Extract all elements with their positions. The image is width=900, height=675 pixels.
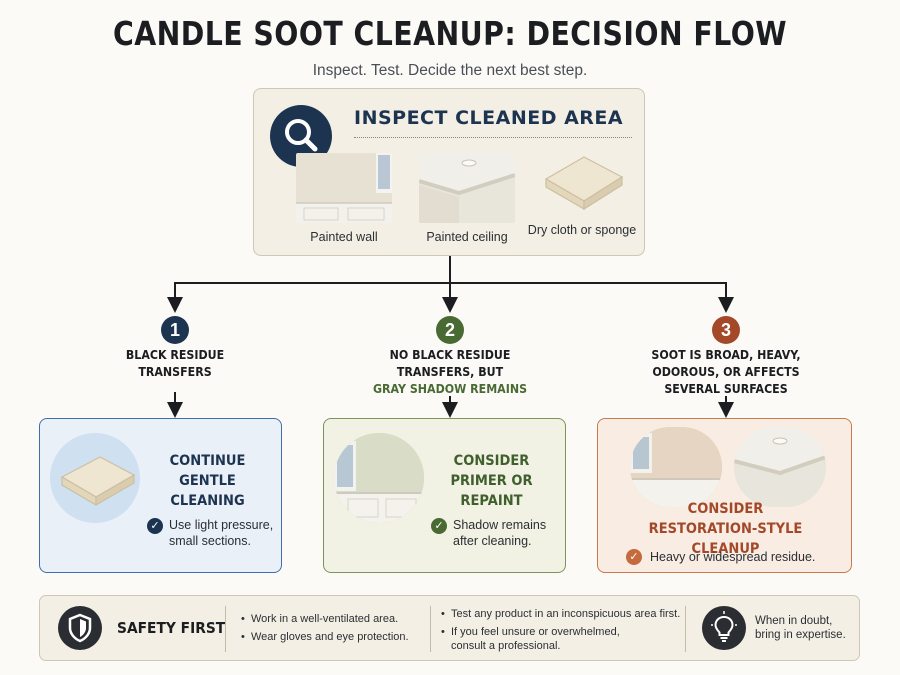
shield-icon — [58, 606, 102, 650]
safety-bullet: Wear gloves and eye protection. — [241, 630, 409, 644]
divider — [685, 606, 686, 652]
card-1-title: CONTINUE GENTLE CLEANING — [169, 453, 246, 509]
step-1-badge: 1 — [161, 316, 189, 344]
condition-2: NO BLACK RESIDUE TRANSFERS, BUT GRAY SHA… — [372, 348, 528, 396]
divider — [225, 606, 226, 652]
card-3-title: CONSIDER RESTORATION-STYLE CLEANUP — [648, 501, 803, 557]
card-3-note: Heavy or widespread residue. — [650, 550, 816, 564]
painted-wall-image — [296, 153, 392, 223]
safety-bullet: Test any product in an inconspicuous are… — [441, 607, 691, 621]
page-title: CANDLE SOOT CLEANUP: DECISION FLOW — [112, 14, 788, 53]
page-subtitle: Inspect. Test. Decide the next best step… — [312, 62, 588, 79]
painted-wall-label: Painted wall — [310, 230, 378, 244]
check-icon: ✓ — [626, 549, 642, 565]
cloth-icon — [50, 433, 140, 523]
check-icon: ✓ — [431, 518, 447, 534]
divider — [430, 606, 431, 652]
card-continue-cleaning: CONTINUE GENTLE CLEANING ✓ Use light pre… — [39, 418, 282, 573]
step-2-badge: 2 — [436, 316, 464, 344]
painted-ceiling-label: Painted ceiling — [426, 230, 508, 244]
safety-title: SAFETY FIRST — [117, 619, 226, 637]
painted-wall-image — [334, 433, 424, 523]
condition-1: BLACK RESIDUE TRANSFERS — [125, 348, 225, 379]
painted-wall-image — [630, 427, 722, 507]
lightbulb-icon — [702, 606, 746, 650]
inspect-panel: INSPECT CLEANED AREA Painted wall Painte… — [253, 88, 645, 256]
step-3-badge: 3 — [712, 316, 740, 344]
card-2-note: Shadow remains after cleaning. — [453, 518, 547, 548]
check-icon: ✓ — [147, 518, 163, 534]
painted-ceiling-image — [419, 153, 515, 223]
card-1-note: Use light pressure, small sections. — [169, 518, 274, 548]
card-restoration: CONSIDER RESTORATION-STYLE CLEANUP ✓ Hea… — [597, 418, 852, 573]
safety-tip: When in doubt, bring in expertise. — [755, 615, 846, 641]
safety-bullet: Work in a well-ventilated area. — [241, 612, 398, 626]
card-2-title: CONSIDER PRIMER OR REPAINT — [450, 453, 533, 509]
condition-3: SOOT IS BROAD, HEAVY, ODOROUS, OR AFFECT… — [651, 348, 801, 396]
cloth-icon — [540, 149, 626, 219]
card-primer-repaint: CONSIDER PRIMER OR REPAINT ✓ Shadow rema… — [323, 418, 566, 573]
divider — [354, 137, 632, 138]
safety-bullet: If you feel unsure or overwhelmed, consu… — [441, 625, 641, 653]
inspect-title: INSPECT CLEANED AREA — [354, 107, 624, 129]
cloth-label: Dry cloth or sponge — [527, 223, 637, 237]
safety-panel: SAFETY FIRST Work in a well-ventilated a… — [39, 595, 860, 661]
painted-ceiling-image — [734, 427, 826, 507]
